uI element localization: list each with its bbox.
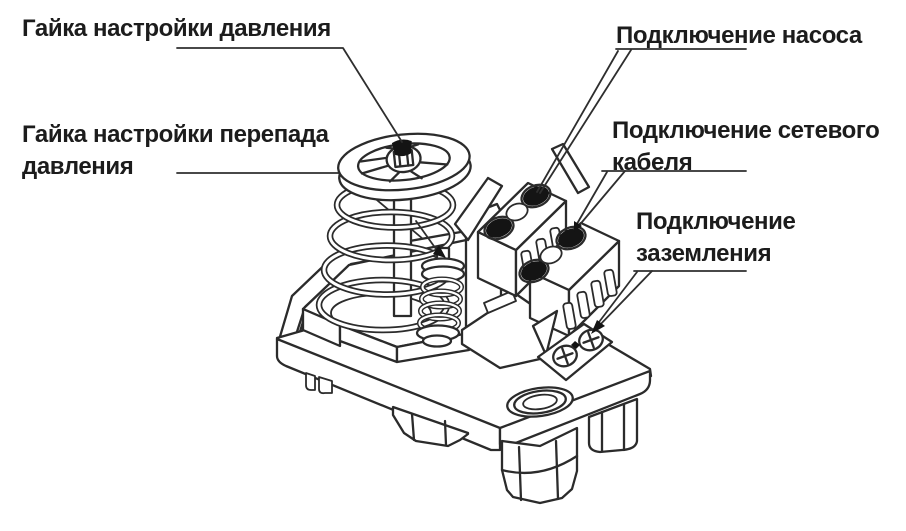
leader-lines xyxy=(176,47,747,334)
label-pump-connection: Подключение насоса xyxy=(616,20,862,52)
label-line: Гайка настройки перепада xyxy=(22,121,329,148)
label-line: кабеля xyxy=(612,149,693,176)
label-diff-pressure-adjust-nut: Гайка настройки перепада давления xyxy=(22,119,329,183)
terminal-block-mains xyxy=(518,221,621,338)
mains-terminal-screw xyxy=(558,228,584,248)
pressure-switch-device xyxy=(275,132,653,505)
mains-terminal-screw xyxy=(521,261,547,281)
leader-pressure-nut xyxy=(176,47,403,143)
label-line: Подключение сетевого xyxy=(612,117,880,144)
leader-mains-cable xyxy=(573,170,747,232)
terminal-bracket xyxy=(550,142,591,195)
label-pressure-adjust-nut: Гайка настройки давления xyxy=(22,13,331,45)
label-line: Гайка настройки давления xyxy=(22,15,331,42)
flange-tab xyxy=(305,372,316,391)
terminal-housing-notch xyxy=(483,290,517,314)
hex-boss xyxy=(391,405,470,448)
mounting-hole xyxy=(506,386,574,418)
pressure-port-pipe xyxy=(500,426,579,505)
pump-terminal-screw xyxy=(486,218,512,238)
label-line: Подключение насоса xyxy=(616,22,862,49)
terminal-hole xyxy=(539,245,563,265)
right-foot xyxy=(587,397,639,454)
diff-pressure-spring xyxy=(415,246,466,348)
flange-tab xyxy=(318,376,333,395)
pressure-adjust-disc xyxy=(337,132,472,202)
ground-screw xyxy=(552,344,578,368)
label-line: заземления xyxy=(636,240,772,267)
pressure-nut-top xyxy=(391,139,412,157)
leader-diff-pressure xyxy=(415,220,446,258)
ground-terminal-plate xyxy=(531,309,614,382)
leader-ground xyxy=(591,270,747,334)
label-mains-cable-connection: Подключение сетевого кабеля xyxy=(612,115,880,179)
label-ground-connection: Подключение заземления xyxy=(636,206,796,270)
label-line: давления xyxy=(22,153,134,180)
leader-pump xyxy=(536,48,747,194)
pump-terminal-screw xyxy=(523,186,549,206)
ground-screw xyxy=(578,328,604,352)
terminal-hole xyxy=(505,202,529,222)
label-line: Подключение xyxy=(636,208,796,235)
